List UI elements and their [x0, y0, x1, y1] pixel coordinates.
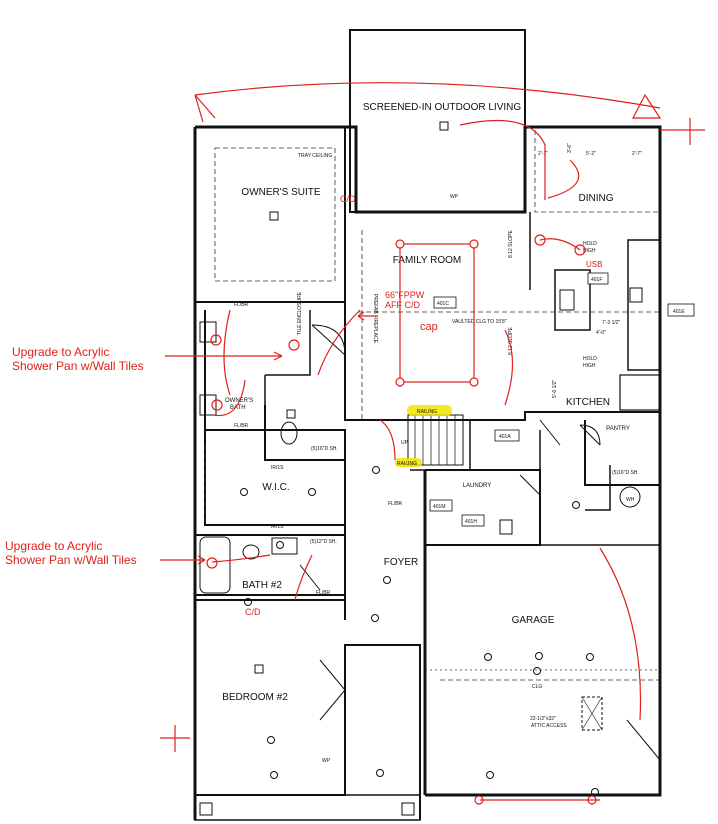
dim-c: 5'-2" [586, 151, 596, 157]
room-family: FAMILY ROOM [393, 255, 462, 266]
door-swings [299, 324, 661, 761]
room-dining: DINING [579, 193, 614, 204]
label-fl-br-1: FL/BR [234, 302, 249, 308]
red-markups [160, 82, 705, 805]
label-slope-2: 8:12 SLOPE [508, 327, 514, 355]
room-screened: SCREENED-IN OUTDOOR LIVING [363, 102, 522, 113]
railing-highlights [395, 405, 452, 467]
dim-g: 5'-6 1/2" [552, 379, 558, 398]
label-fl-br-2: FL/BR [234, 423, 249, 429]
label-ir-2: IR/1S [271, 524, 284, 530]
label-railing-2: RAILING [397, 461, 417, 467]
fixtures [199, 121, 643, 816]
room-wic: W.I.C. [262, 482, 289, 493]
tag-401a: 401A [499, 434, 511, 440]
label-sh-16: (5)16"D SH. [311, 446, 338, 452]
tag-401e: 401E [673, 309, 685, 315]
label-ir-1: IR/1S [271, 465, 284, 471]
annotation-cd-2: C/D [245, 607, 261, 617]
dim-b: 3'-6" [567, 143, 573, 153]
room-laundry: LAUNDRY [463, 483, 492, 489]
annotation-cap: cap [420, 321, 438, 333]
room-owners-suite: OWNER'S SUITE [241, 187, 320, 198]
room-foyer: FOYER [384, 557, 418, 568]
annotation-usb: USB [586, 260, 602, 269]
room-garage: GARAGE [512, 615, 555, 626]
room-pantry: PANTRY [606, 426, 630, 432]
label-tray-ceiling: TRAY CEILING [298, 153, 332, 159]
label-tile-enclosure: TILE ENCLOSURE [297, 291, 303, 335]
label-clg: CLG [532, 684, 542, 690]
tag-401m: 401M [433, 504, 446, 510]
dim-d: 2'-7" [632, 151, 642, 157]
room-bedroom2: BEDROOM #2 [222, 692, 288, 703]
label-attic: 22-1/2"x32"ATTIC ACCESS [530, 716, 567, 729]
room-bath2: BATH #2 [242, 580, 282, 591]
walls [193, 29, 662, 821]
room-labels: SCREENED-IN OUTDOOR LIVING OWNER'S SUITE… [222, 102, 630, 703]
label-railing-1: RAILING [417, 409, 437, 415]
tag-boxes [429, 272, 695, 527]
dim-f: 7'-3 1/2" [602, 320, 621, 326]
label-fireplace: PREFAB FIREPLACE [372, 294, 378, 344]
ceiling-lines [204, 130, 660, 681]
dim-a: 2'-7" [538, 151, 548, 157]
label-vaulted: VAULTED CLG TO 15'8" [452, 319, 507, 325]
annotation-cd-1: C/D [340, 194, 356, 204]
label-wh: WH [626, 497, 635, 503]
label-sh-12: (5)12"D SH. [310, 539, 337, 545]
label-slope-1: 8:12 SLOPE [508, 230, 514, 258]
tag-401f: 401F [591, 277, 602, 283]
tag-401c: 401C [437, 301, 449, 307]
label-fl-br-4: FL/BR [316, 590, 331, 596]
room-kitchen: KITCHEN [566, 397, 610, 408]
label-sh-pantry: (5)16"D SH. [612, 470, 639, 476]
tag-401h: 401H [465, 519, 477, 525]
label-wp-2: WP [322, 758, 331, 764]
tag-texts: 401C 401F 401E 401A 401M 401H [433, 277, 685, 525]
label-fl-br-3: FL/BR [388, 501, 403, 507]
label-wp-1: WP [450, 194, 459, 200]
label-up: UP [401, 440, 409, 446]
dim-e: 4'-0" [596, 330, 606, 336]
plan-labels: TRAY CEILING PREFAB FIREPLACE VAULTED CL… [234, 143, 642, 764]
